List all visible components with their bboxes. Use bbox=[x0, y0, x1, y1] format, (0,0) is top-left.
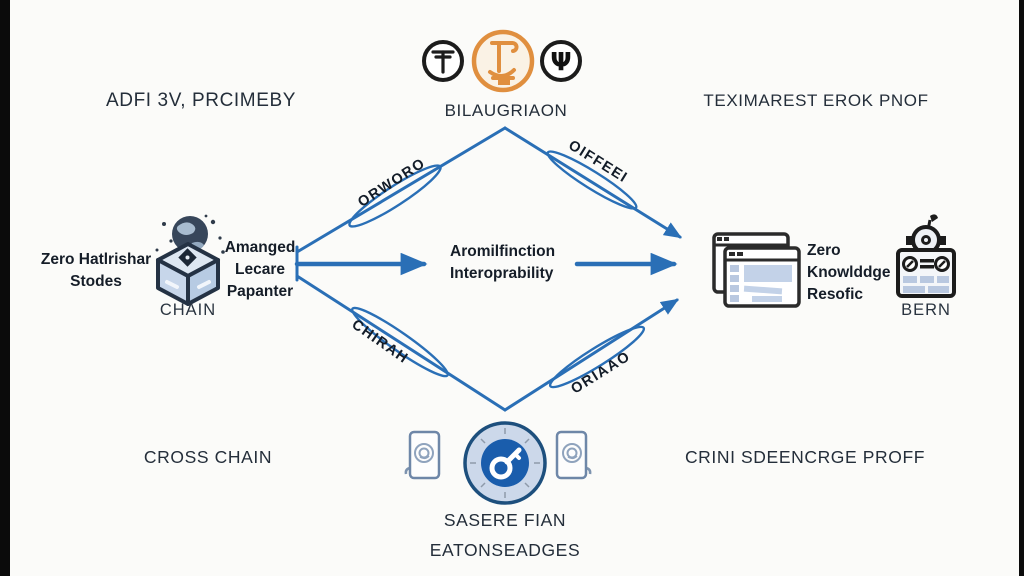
sparkle-dots bbox=[155, 214, 225, 254]
header-left-label: ADFI 3V, PRCIMEBY bbox=[105, 90, 297, 111]
right-note-line2: Knowlddge bbox=[807, 264, 891, 281]
left-param-note: Amanged Lecare Papanter bbox=[213, 237, 307, 303]
right-black-bar bbox=[1019, 0, 1024, 576]
left-black-bar bbox=[0, 0, 10, 576]
left-param-line1: Amanged bbox=[224, 239, 296, 256]
header-center-label: BILAUGRIAON bbox=[444, 101, 568, 120]
left-node-caption: CHAIN bbox=[159, 301, 217, 319]
right-node-caption: BERN bbox=[901, 301, 951, 319]
psi-coin-icon: Ψ bbox=[540, 40, 582, 82]
psi-glyph: Ψ bbox=[550, 47, 571, 76]
gear-machine-panel-icon bbox=[896, 214, 956, 298]
document-seal-icon-right bbox=[555, 430, 592, 480]
right-note-line1: Zero bbox=[807, 242, 841, 259]
right-note: Zero Knowlddge Resofic bbox=[807, 240, 917, 306]
orange-scroll-coin-icon bbox=[471, 29, 535, 93]
center-line2: Interoprability bbox=[450, 265, 554, 282]
center-node-label: Aromilfinction Interoprability bbox=[450, 241, 590, 285]
left-param-line3: Papanter bbox=[226, 283, 294, 300]
security-dial-icon bbox=[463, 421, 547, 505]
left-note-line2: Stodes bbox=[70, 273, 122, 290]
right-note-line3: Resofic bbox=[807, 286, 863, 303]
footer-right-label: CRINI SDEENCRGE PROFF bbox=[684, 447, 926, 467]
left-note-line1: Zero Hatlrishar bbox=[40, 251, 152, 268]
tether-style-coin-icon bbox=[422, 40, 464, 82]
center-line1: Aromilfinction bbox=[450, 243, 556, 260]
footer-center-line1: SASERE FIAN bbox=[443, 510, 567, 530]
dial-ticks bbox=[470, 428, 540, 498]
document-seal-icon-left bbox=[404, 430, 441, 480]
left-note: Zero Hatlrishar Stodes bbox=[23, 249, 169, 293]
panel-blocks bbox=[903, 276, 949, 293]
footer-center-line2: EATONSEADGES bbox=[429, 540, 581, 560]
stacked-browser-windows-icon bbox=[712, 232, 801, 308]
header-right-label: TEXIMAREST EROK PNOF bbox=[703, 91, 929, 110]
globe-cube-blockchain-icon bbox=[155, 214, 225, 306]
browser-sidebar-blocks bbox=[730, 265, 739, 302]
footer-left-label: CROSS CHAIN bbox=[143, 447, 273, 467]
coin-mint-mark bbox=[498, 80, 510, 85]
left-param-line2: Lecare bbox=[235, 261, 285, 278]
